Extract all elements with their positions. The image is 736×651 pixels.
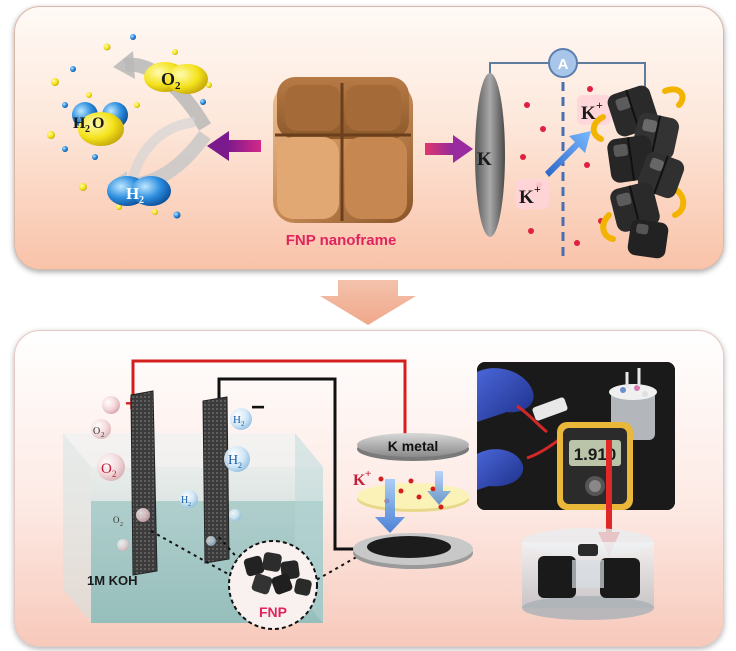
right-arrow [425,135,473,163]
h2o-label: H [73,115,86,132]
ammeter-icon [548,48,578,78]
small-molecule-dots [47,34,212,219]
red-wire [131,359,407,441]
cathode-minus-sign: − [251,394,265,421]
h2-bubbles: H 2 H 2 H 2 [180,408,252,546]
cathode-plate [202,396,230,564]
k-metal-label: K metal [388,438,439,454]
h2o-molecule: H 2 O [72,102,128,146]
fnp-label: FNP [259,604,287,620]
electrolyte-label: 1M KOH [87,573,138,588]
svg-text:2: 2 [188,502,191,508]
k-electrode-label: K [477,149,492,170]
svg-text:2: 2 [175,80,181,92]
svg-text:O: O [92,115,104,132]
voltmeter-photo: 1.910 [477,362,675,510]
ion-flow-arrow [545,131,591,177]
svg-text:2: 2 [85,124,90,135]
k-metal-cell: K metal K + [353,433,473,569]
top-diagram: O 2 H 2 O H 2 [47,34,687,259]
glove-lower [477,449,524,490]
battery-schematic: A K K + K + [475,48,646,257]
o2-bubble-big-label: O [101,461,112,477]
ammeter-label: A [558,56,569,73]
h2-molecule: H 2 [107,176,171,206]
bottom-diagram: + − O 2 O 2 O 2 H [63,359,473,630]
black-wire [217,377,360,551]
k-ion-label-upper: K [581,103,596,124]
coin-cell-photo [522,528,654,620]
svg-text:2: 2 [139,195,144,206]
fnp-nanoframe-cube [273,77,413,223]
o2-bubble-low-label: O [113,515,120,525]
process-down-arrow [320,280,416,325]
svg-text:2: 2 [120,522,123,528]
potassium-electrode [475,73,505,237]
h2-bubble-big-label: H [228,453,238,468]
left-arrow [207,131,261,161]
svg-text:2: 2 [112,469,117,479]
o2-label: O [161,69,175,89]
o2-bubble-small-label: O [93,426,100,437]
k-ion-label-lower: K [519,187,534,208]
multimeter-reading: 1.910 [574,445,617,464]
voltmeter-photo-art: 1.910 [477,362,675,510]
k-ion-label: K [353,472,366,489]
o2-bubbles: O 2 O 2 O 2 [91,396,150,551]
h2-bubble-low-label: H [181,495,188,506]
fnp-zoom-circle: FNP [228,540,318,630]
svg-text:+: + [596,98,603,112]
svg-text:2: 2 [238,461,242,470]
anode-plate [130,390,158,576]
svg-text:+: + [365,468,371,480]
svg-text:+: + [534,182,541,196]
svg-text:2: 2 [241,420,245,428]
top-panel: O 2 H 2 O H 2 [14,6,724,270]
fnp-cube-cluster [590,85,687,259]
h2-label: H [126,184,139,203]
o2-molecule: O 2 [144,62,208,94]
svg-text:2: 2 [101,431,105,439]
h2-bubble-small-label: H [233,414,241,426]
nanoframe-label: FNP nanoframe [286,232,397,249]
leader-line-left [150,530,238,580]
